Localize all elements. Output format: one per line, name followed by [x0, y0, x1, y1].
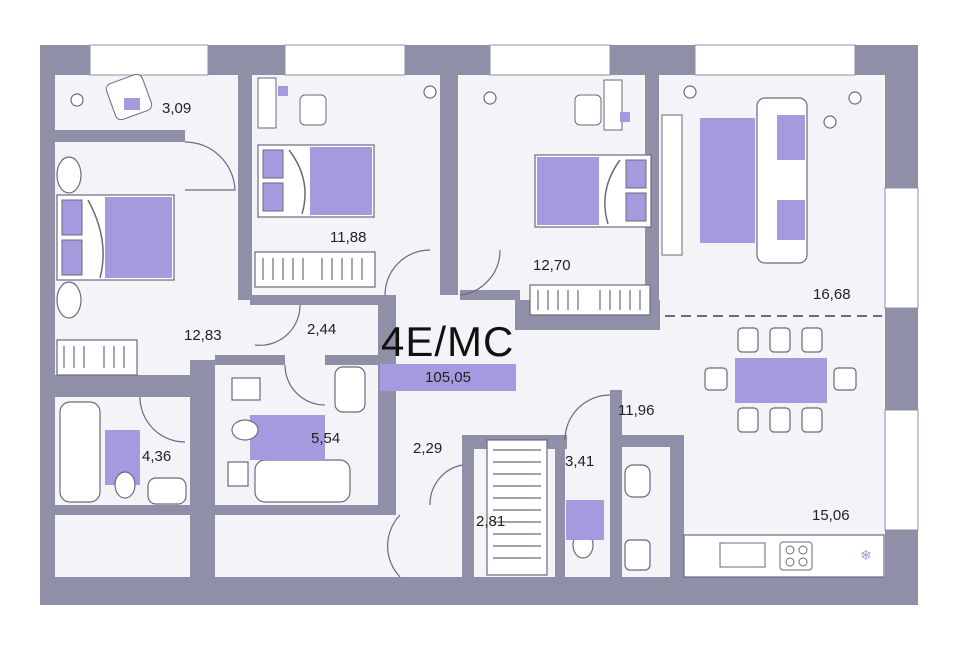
plant-icon: [70, 85, 862, 129]
area-5-54: 5,54: [311, 430, 341, 447]
area-2-44: 2,44: [307, 321, 337, 338]
plan-code: 4Е/МС: [381, 318, 515, 365]
total-area-badge: 105,05: [380, 364, 516, 391]
window: [694, 44, 856, 76]
doors: [139, 141, 611, 578]
area-3-09: 3,09: [162, 100, 192, 117]
oval-decor: [56, 156, 82, 319]
window: [284, 44, 406, 76]
area-12-70: 12,70: [533, 257, 571, 274]
window: [884, 409, 919, 531]
area-12-83: 12,83: [184, 327, 222, 344]
toilet-icon: [114, 366, 651, 571]
wardrobe-hangers: [63, 258, 641, 559]
bed-icon: [257, 144, 375, 218]
area-16-68: 16,68: [813, 286, 851, 303]
kitchen-counter: ❄: [683, 534, 885, 578]
desk-icon: [105, 73, 630, 131]
area-2-81: 2,81: [476, 513, 506, 530]
area-11-96: 11,96: [618, 402, 655, 419]
area-2-29: 2,29: [413, 440, 443, 457]
bath-accent: [566, 500, 604, 540]
bed-icon: [56, 194, 175, 281]
area-11-88: 11,88: [330, 229, 367, 246]
area-3-41: 3,41: [565, 453, 595, 470]
area-15-06: 15,06: [812, 507, 850, 524]
svg-text:❄: ❄: [860, 547, 872, 563]
area-4-36: 4,36: [142, 448, 172, 465]
dining-table-icon: [704, 327, 857, 433]
bed-icon: [534, 154, 652, 228]
window: [89, 44, 209, 76]
sofa-icon: [661, 97, 808, 264]
window: [884, 187, 919, 309]
window: [489, 44, 611, 76]
